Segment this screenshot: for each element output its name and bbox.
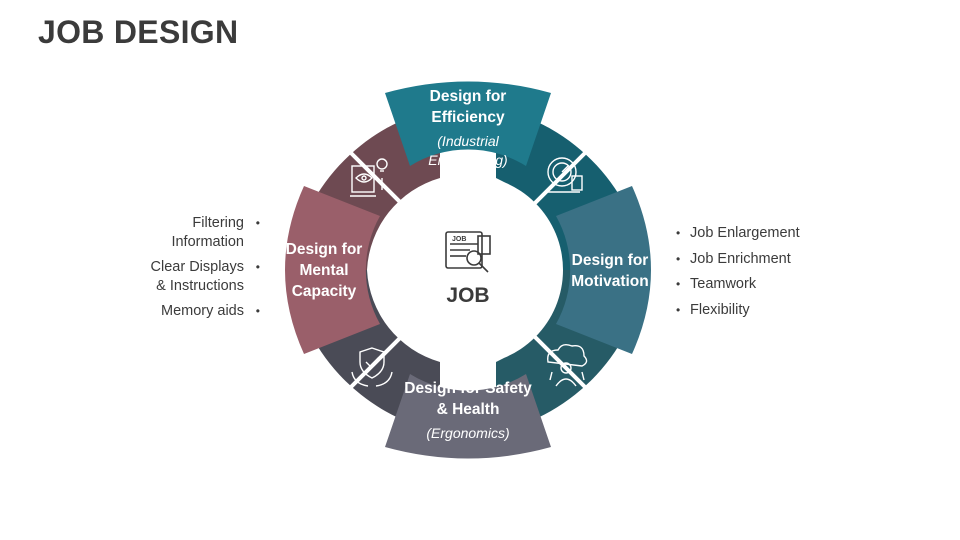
shield-hands-icon [351,347,393,387]
label-mental: Design for Mental Capacity [280,239,368,302]
efficiency-title: Design for Efficiency [429,88,507,126]
gear-gauge-icon [547,157,583,193]
list-item: Filtering Information [151,214,260,252]
list-item: Flexibility [676,301,800,320]
safety-title: Design for Safety & Health [404,380,532,418]
label-efficiency: Design for Efficiency (Industrial Engine… [410,86,526,170]
list-item: Teamwork [676,275,800,294]
safety-subtitle: (Ergonomics) [426,425,510,441]
list-item: Job Enrichment [676,250,800,269]
mental-capacity-points: Filtering Information Clear Displays & I… [151,214,261,327]
tab-efficiency [385,81,551,166]
page-title: JOB DESIGN [38,14,239,50]
tab-mental [285,186,380,354]
list-item: Job Enlargement [676,224,800,243]
efficiency-subtitle: (Industrial Engineering) [428,133,508,168]
motivation-points: Job Enlargement Job Enrichment Teamwork … [676,224,800,326]
center-label: JOB [446,284,490,307]
job-document-search-icon: JOB [445,231,491,273]
tab-safety [385,374,551,459]
cloud-person-icon [547,343,588,387]
list-item: Clear Displays & Instructions [151,258,261,296]
svg-text:JOB: JOB [452,236,466,243]
label-safety: Design for Safety & Health (Ergonomics) [402,378,534,443]
idea-document-eye-icon [350,158,388,197]
motivation-title: Design for Motivation [571,252,649,290]
center-circle [373,175,563,365]
label-motivation: Design for Motivation [562,250,658,292]
mental-title: Design for Mental Capacity [285,241,363,300]
tab-motivation [556,186,651,354]
list-item: Memory aids [151,302,260,321]
